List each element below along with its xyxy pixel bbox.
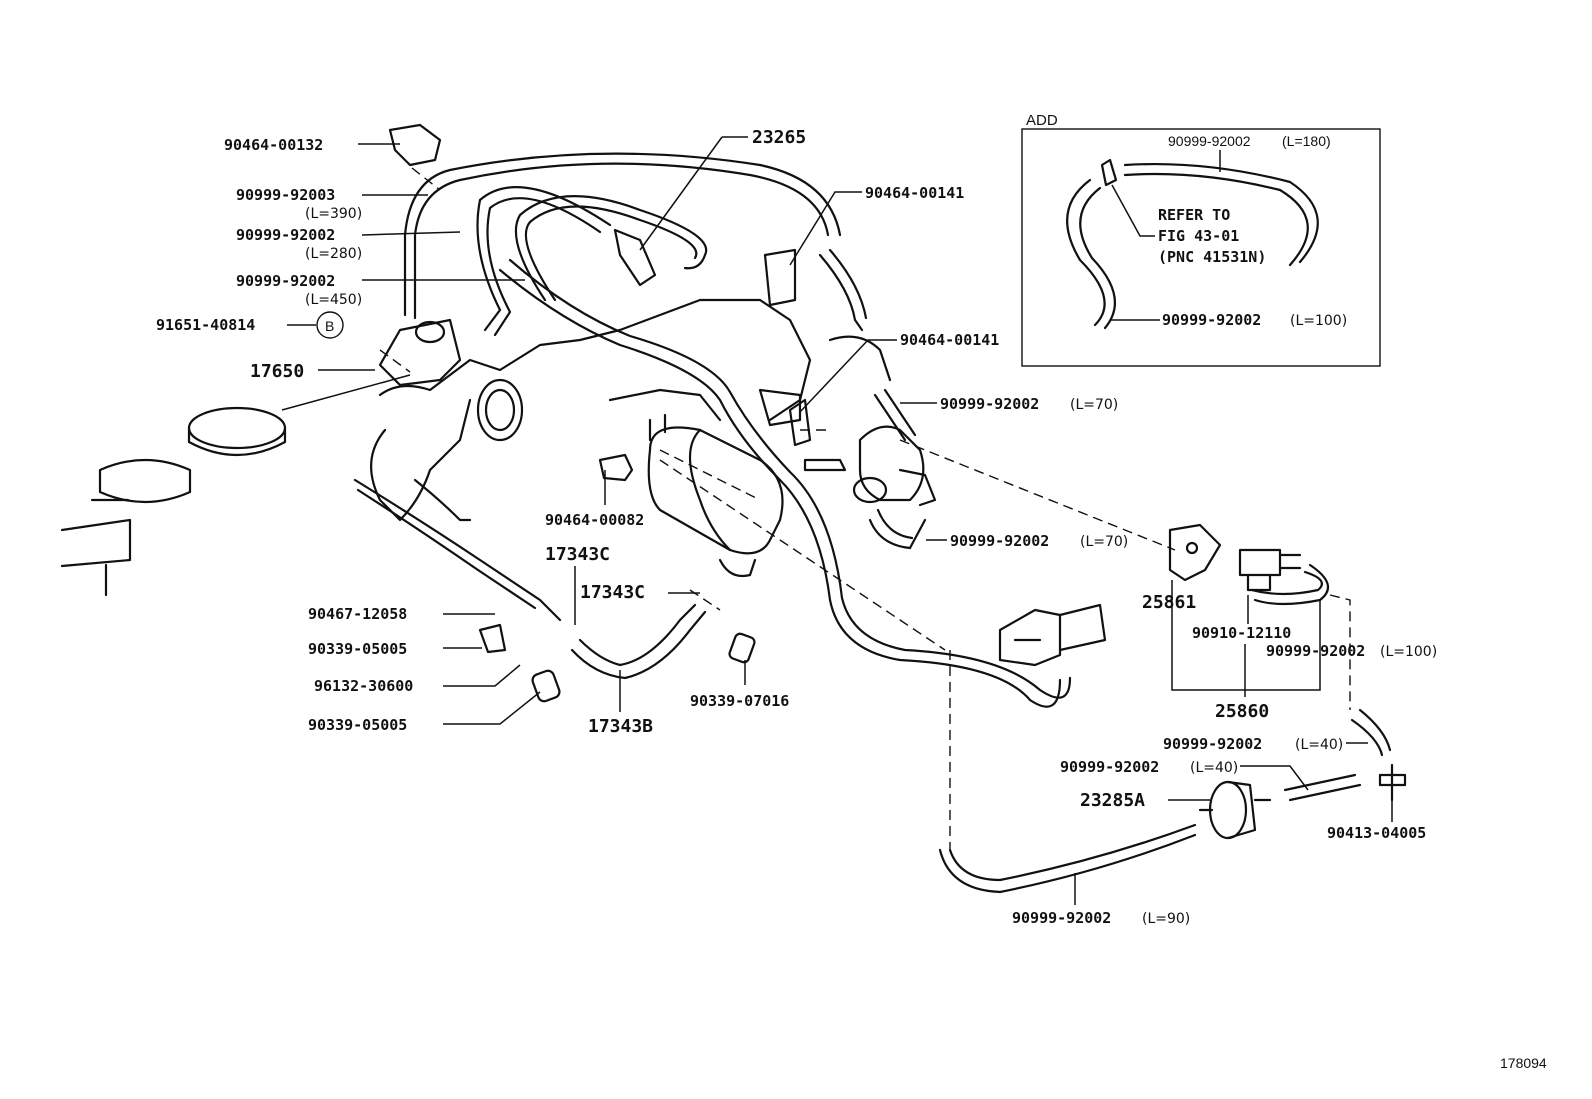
- clip-parts-drawing: [378, 123, 812, 703]
- vsv-90910-drawing: [1238, 548, 1302, 592]
- label-25860: 25860: [1215, 701, 1269, 722]
- label-90999-92002-450: 90999-92002: [236, 272, 335, 290]
- length-90999-92002-70-a: (L=70): [1070, 397, 1118, 413]
- label-90999-92002-40-a: 90999-92002: [1163, 735, 1262, 753]
- hoses: [353, 152, 1392, 894]
- add-box-title: ADD: [1026, 112, 1058, 129]
- refer-to-line2: FIG 43-01: [1158, 227, 1239, 245]
- label-90464-00132: 90464-00132: [224, 136, 323, 154]
- connector-drawing: [998, 603, 1107, 667]
- label-90999-92002-40-b: 90999-92002: [1060, 758, 1159, 776]
- label-90999-92002-70-a: 90999-92002: [940, 395, 1039, 413]
- engine-line-art: [60, 123, 1407, 840]
- add-hose-top-length: (L=180): [1282, 133, 1331, 149]
- label-90339-05005-a: 90339-05005: [308, 640, 407, 658]
- label-17650: 17650: [250, 361, 304, 382]
- label-90464-00141-top: 90464-00141: [865, 184, 964, 202]
- marker-b-circle: [316, 311, 344, 339]
- length-90999-92002-70-b: (L=70): [1080, 534, 1128, 550]
- label-17343b: 17343B: [588, 716, 653, 737]
- length-90999-92003: (L=390): [305, 206, 362, 222]
- add-box: ADD 90999-92002 (L=180) REFER TO FIG 43-…: [1021, 112, 1381, 367]
- label-90910-12110: 90910-12110: [1192, 624, 1291, 642]
- label-17343c-mid: 17343C: [580, 582, 645, 603]
- vacuum-filter-drawing: [1198, 780, 1272, 840]
- label-90999-92002-70-b: 90999-92002: [950, 532, 1049, 550]
- three-way-drawing: [1378, 763, 1407, 802]
- routing-dashed-lines: [379, 167, 1351, 850]
- label-91651-40814: 91651-40814: [156, 316, 255, 334]
- label-96132-30600: 96132-30600: [314, 677, 413, 695]
- length-90999-92002-280: (L=280): [305, 246, 362, 262]
- label-90464-00082: 90464-00082: [545, 511, 644, 529]
- label-90467-12058: 90467-12058: [308, 605, 407, 623]
- figure-code: 178094: [1500, 1055, 1547, 1071]
- length-90999-92002-450: (L=450): [305, 292, 362, 308]
- add-hose-bottom-length: (L=100): [1290, 313, 1347, 329]
- label-25861: 25861: [1142, 592, 1196, 613]
- throttle-body-drawing: [370, 298, 812, 522]
- vsv-assembly-drawing: [758, 335, 937, 507]
- bracket-25861-drawing: [1168, 523, 1222, 582]
- add-hose-bottom-label: 90999-92002: [1162, 311, 1261, 329]
- label-23265: 23265: [752, 127, 806, 148]
- label-90339-07016: 90339-07016: [690, 692, 789, 710]
- refer-to-line1: REFER TO: [1158, 206, 1230, 224]
- air-duct-drawing: [647, 426, 784, 578]
- label-90999-92003: 90999-92003: [236, 186, 335, 204]
- label-90339-05005-b: 90339-05005: [308, 716, 407, 734]
- label-90999-92002-90: 90999-92002: [1012, 909, 1111, 927]
- length-90999-92002-40-a: (L=40): [1295, 737, 1343, 753]
- length-90999-92002-100: (L=100): [1380, 644, 1437, 660]
- callouts: 90464-00132 90999-92003 (L=390) 90999-92…: [156, 127, 1437, 927]
- label-90999-92002-100: 90999-92002: [1266, 642, 1365, 660]
- length-90999-92002-90: (L=90): [1142, 911, 1190, 927]
- label-90999-92002-280: 90999-92002: [236, 226, 335, 244]
- length-90999-92002-40-b: (L=40): [1190, 760, 1238, 776]
- label-23285a: 23285A: [1080, 790, 1145, 811]
- label-90464-00141-mid: 90464-00141: [900, 331, 999, 349]
- marker-b-label: B: [325, 318, 334, 334]
- refer-to-line3: (PNC 41531N): [1158, 248, 1266, 266]
- add-hose-top-label: 90999-92002: [1168, 133, 1251, 149]
- radiator-cap-drawing: [60, 406, 287, 597]
- label-17343c-top: 17343C: [545, 544, 610, 565]
- label-90413-04005: 90413-04005: [1327, 824, 1426, 842]
